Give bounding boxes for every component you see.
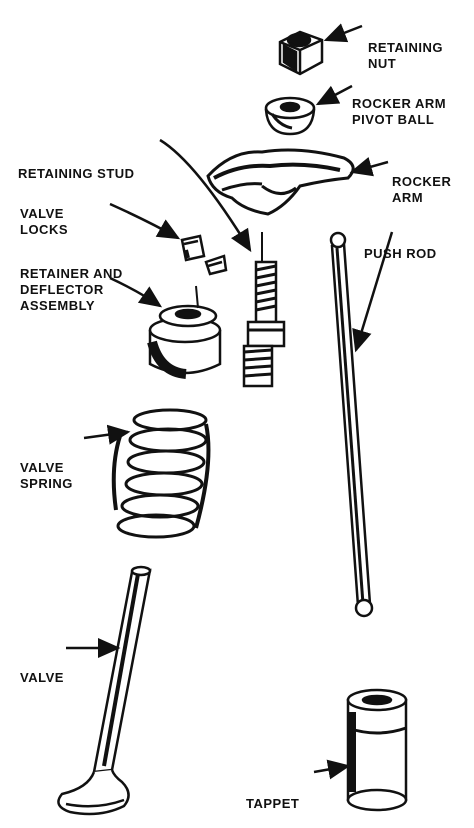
tappet [346,688,408,812]
retaining-stud [242,232,286,388]
label-tappet: TAPPET [246,796,300,811]
push-rod [329,231,374,618]
label-push-rod: PUSH ROD [364,246,437,261]
label-valve: VALVE [20,670,64,685]
valve-locks [180,234,228,276]
pivot-ball [264,96,316,136]
label-retaining-stud: RETAINING STUD [18,166,135,181]
valve [57,565,152,816]
retainer-deflector [147,285,222,379]
valve-spring [111,408,211,539]
rocker-arm [206,148,355,216]
leader-arrows [66,23,394,780]
retaining-nut [278,30,324,76]
